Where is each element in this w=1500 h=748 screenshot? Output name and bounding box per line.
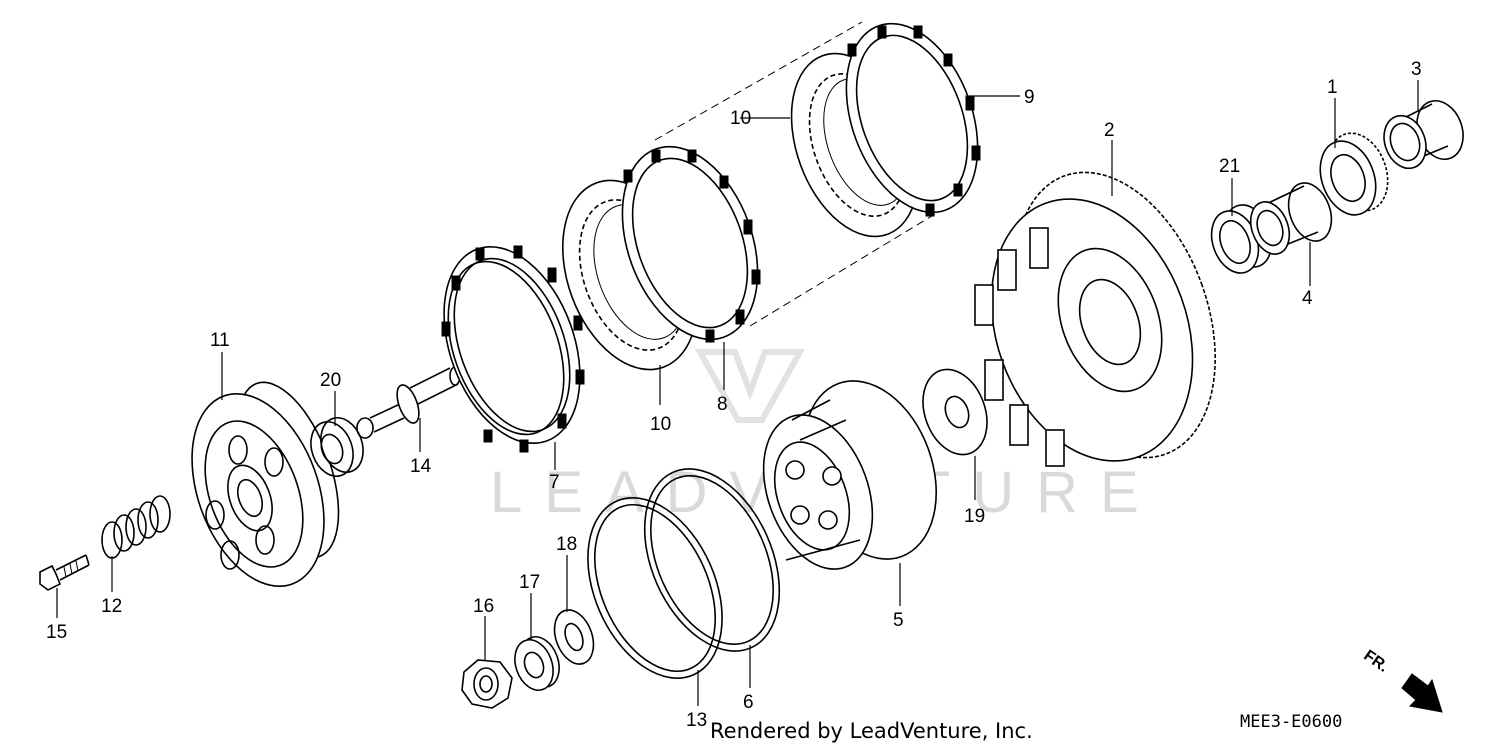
part-12-spring [101, 495, 171, 559]
label-part-5: 5 [893, 610, 904, 631]
diagram-code: MEE3-E0600 [1240, 712, 1342, 732]
label-part-10-lower: 10 [650, 414, 671, 435]
label-part-17: 17 [519, 572, 540, 593]
label-part-2: 2 [1104, 120, 1115, 141]
part-18-washer [553, 609, 595, 665]
label-part-8: 8 [717, 394, 728, 415]
part-4-collar [1249, 182, 1333, 255]
part-3-bushing [1383, 100, 1464, 170]
part-11-pressure-plate [191, 381, 340, 587]
part-5-clutch-center [762, 380, 938, 570]
label-part-13: 13 [686, 710, 707, 731]
front-direction-arrow-icon: FR. [1360, 647, 1443, 713]
part-9-friction-disc [845, 22, 981, 217]
label-part-7: 7 [549, 472, 560, 493]
label-part-15: 15 [46, 622, 67, 643]
part-19-thrust-washer [922, 368, 988, 456]
footer-credit: Rendered by LeadVenture, Inc. [710, 719, 1033, 743]
direction-label: FR. [1360, 647, 1391, 676]
label-part-6: 6 [743, 692, 754, 713]
label-part-4: 4 [1302, 288, 1313, 309]
part-8-friction-disc [621, 145, 761, 343]
part-13-ring [587, 497, 723, 679]
part-15-bolt [39, 554, 90, 591]
label-part-9: 9 [1024, 87, 1035, 108]
label-part-14: 14 [410, 456, 432, 477]
leader-lines [56, 80, 1419, 706]
part-1-drive-sprocket [1319, 132, 1389, 216]
label-part-1: 1 [1327, 77, 1338, 98]
part-2-clutch-outer [974, 171, 1216, 467]
label-part-18: 18 [556, 534, 577, 555]
label-part-21: 21 [1219, 156, 1240, 177]
part-7-friction-disc [441, 245, 585, 453]
label-part-16: 16 [473, 596, 494, 617]
label-part-20: 20 [320, 370, 341, 391]
label-part-11: 11 [210, 330, 230, 351]
part-16-lock-nut [461, 659, 513, 709]
part-number-labels: 1 2 3 4 5 6 7 8 9 10 10 11 12 13 14 15 1… [46, 59, 1422, 731]
label-part-19: 19 [964, 506, 985, 527]
part-20-bearing [310, 417, 364, 477]
label-part-10-upper: 10 [730, 108, 751, 129]
part-14-lifter-rod [356, 366, 461, 439]
label-part-12: 12 [101, 596, 122, 617]
label-part-3: 3 [1411, 59, 1422, 80]
part-6-ring [643, 468, 781, 652]
